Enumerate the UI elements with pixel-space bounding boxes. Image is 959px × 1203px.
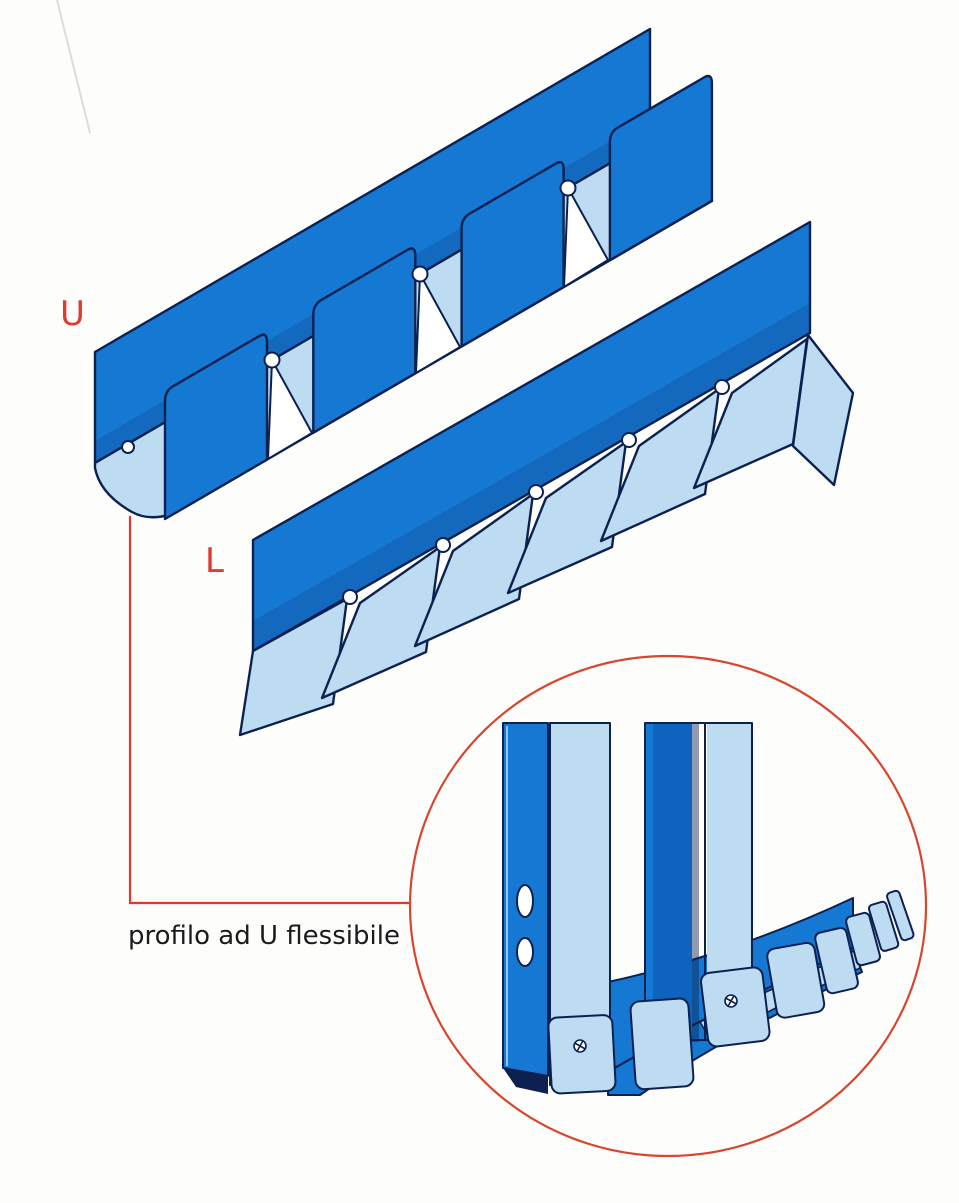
u-tab-2 (312, 247, 417, 434)
stud-right (644, 722, 753, 1042)
u-tab-1 (163, 333, 269, 521)
l-anti-tear-hole-1 (342, 589, 358, 605)
detail-inset-content (502, 722, 915, 1096)
l-tab-5 (599, 387, 721, 543)
l-anti-tear-hole-5 (714, 379, 730, 395)
l-tab-4 (506, 440, 628, 595)
track-tab-4 (766, 941, 826, 1019)
u-tab-4 (608, 74, 714, 262)
u-anti-tear-hole-3 (559, 179, 577, 197)
l-tab-2 (320, 545, 442, 700)
caption-text: profilo ad U flessibile (128, 921, 400, 951)
l-upstand-shading (253, 303, 810, 651)
stud-right-outline (644, 722, 753, 1041)
l-profile-label: L (205, 541, 224, 581)
screw-head-icon-1 (573, 1039, 587, 1053)
l-tab-1 (238, 597, 349, 737)
stud-left-bottom-chamfer (503, 1068, 548, 1094)
u-slit-2 (415, 273, 461, 374)
u-profile-label: U (60, 294, 85, 334)
l-profile-drawing (238, 220, 855, 737)
stud-right-edge-lip (645, 723, 653, 1042)
track-tab-7 (867, 900, 900, 952)
u-tab-3 (460, 161, 565, 348)
track-tab-8 (886, 889, 915, 942)
track-tab-3 (700, 966, 771, 1048)
track-tab-6 (845, 911, 881, 967)
stud-service-hole-2 (516, 937, 534, 967)
u-anti-tear-hole-1 (263, 351, 281, 369)
u-anti-tear-hole-2 (411, 265, 429, 283)
l-anti-tear-hole-2 (435, 537, 451, 553)
l-tab-3 (413, 492, 535, 648)
u-profile-drawing (93, 27, 714, 521)
caption-leader-line (128, 515, 412, 905)
scan-artifact-line (56, 0, 91, 134)
screw-head-icon-2 (724, 994, 738, 1008)
u-slit-3 (563, 187, 609, 288)
l-anti-tear-hole-4 (621, 432, 637, 448)
stud-right-open-side (653, 723, 692, 1042)
track-tab-1 (547, 1014, 617, 1095)
track-front-tabs (547, 889, 915, 1095)
stud-service-hole-1 (516, 884, 534, 918)
u-anti-tear-hole-0 (121, 440, 135, 454)
stud-right-return-lip (692, 723, 699, 1042)
l-end-tab (791, 333, 855, 487)
detail-inset (408, 654, 928, 1158)
l-anti-tear-hole-3 (528, 484, 544, 500)
l-upstand (251, 220, 812, 653)
stud-left (502, 722, 611, 1094)
track-tab-2 (629, 997, 695, 1091)
track-tab-5 (814, 926, 859, 995)
u-slit-1 (267, 359, 313, 460)
detail-circle-outline (408, 654, 928, 1158)
